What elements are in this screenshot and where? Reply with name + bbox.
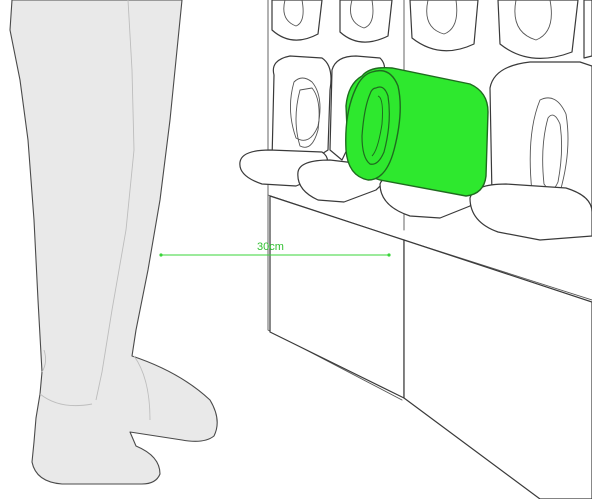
highlighted-pod — [346, 68, 488, 196]
measurement-label: 30cm — [257, 241, 284, 253]
pod-row-top — [272, 0, 592, 58]
person-legs — [10, 0, 217, 484]
cabinet-base — [270, 196, 592, 499]
measurement-endpoint-right — [387, 253, 390, 256]
measurement-endpoint-left — [159, 253, 162, 256]
